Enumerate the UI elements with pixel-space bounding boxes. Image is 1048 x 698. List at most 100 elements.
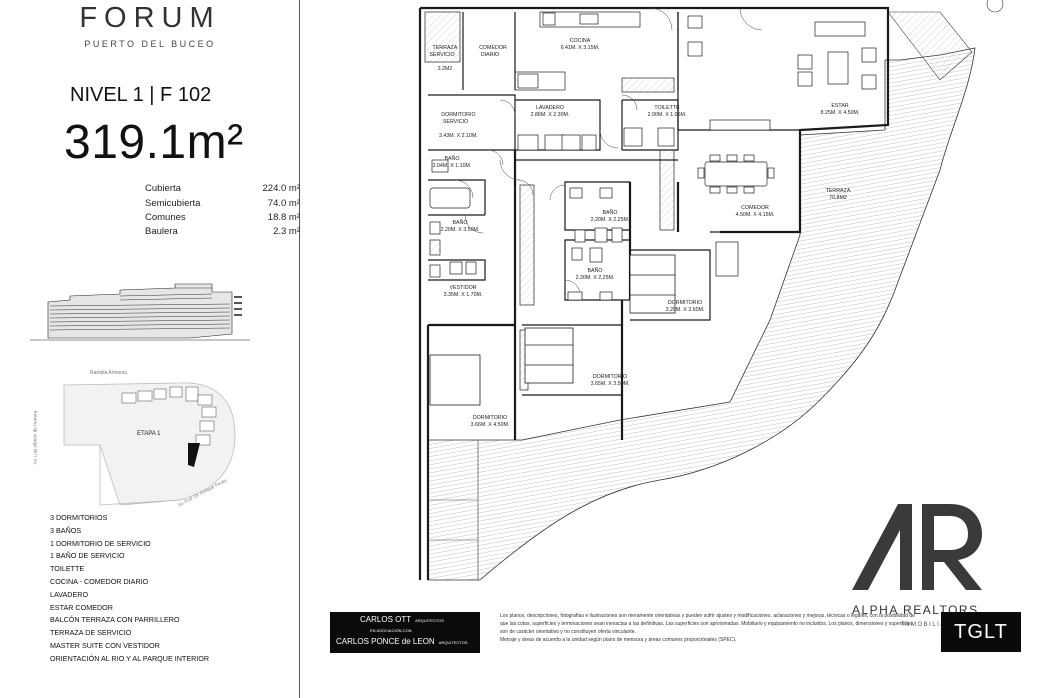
room-dormitorio-3: DORMITORIO 3.66m. x 4.50m. [465, 415, 515, 429]
disclaimer-line: Mobiliario y equipamiento no incluidos. … [500, 621, 913, 635]
brand-subtitle: PUERTO DEL BUCEO [84, 39, 216, 49]
room-size: 3.66m. x 4.50m. [470, 422, 510, 428]
disclaimer-text: Los planos, descripciones, fotografías e… [500, 612, 920, 644]
room-terraza-servicio: TERRAZA SERVICIO 3.2m2 [424, 38, 460, 80]
room-size: 3.2m2 [437, 66, 453, 72]
room-name: TOILETTE [654, 105, 680, 111]
feature-item: ESTAR COMEDOR [50, 602, 113, 612]
feature-item: ORIENTACIÓN AL RIO Y AL PARQUE INTERIOR [50, 653, 210, 663]
area-label: Baulera [145, 226, 178, 237]
room-terraza: TERRAZA 70.8m2 [816, 188, 860, 202]
area-value: 18.8 m² [267, 212, 300, 223]
room-name: LAVADERO [535, 105, 565, 111]
room-size: 3.35m. x 1.70m. [443, 292, 483, 298]
room-vestidor: VESTIDOR 3.35m. x 1.70m. [438, 285, 488, 299]
feature-item: TERRAZA DE SERVICIO [50, 628, 132, 638]
developer-badge: TGLT [941, 612, 1021, 652]
room-name: VESTIDOR [449, 285, 477, 291]
floor-plan-drawing [418, 0, 1004, 581]
site-map-icon [63, 382, 236, 506]
room-cocina: COCINA 6.41m. x 3.15m. [535, 38, 625, 52]
room-bano-1: BAÑO 2.20m. x 3.50m. [435, 220, 485, 234]
feature-item: TOILETTE [50, 564, 85, 574]
room-lavadero: LAVADERO 2.86m. x 2.30m. [525, 105, 575, 119]
room-size: 2.20m. x 2.25m. [590, 217, 630, 223]
architect-2-name: CARLOS PONCE de LEON [336, 637, 435, 646]
alpha-realtors-logo-icon [852, 504, 982, 590]
room-size: 2.04m. x 1.10m. [432, 163, 472, 169]
room-size: 2.86m. x 2.30m. [530, 112, 570, 118]
area-label: Cubierta [145, 183, 181, 194]
north-arrow-icon [986, 0, 1004, 13]
room-size: 4.50m. x 4.15m. [735, 212, 775, 218]
building-elevation-icon [30, 283, 250, 341]
room-toilette: TOILETTE 2.00m. x 1.05m. [642, 105, 692, 119]
total-area: 319.1m² [64, 116, 244, 169]
room-size: 70.8m2 [829, 195, 847, 201]
room-name: ESTAR [831, 103, 849, 109]
room-size: 6.41m. x 3.15m. [560, 45, 600, 51]
stage-label: ETAPA 1 [137, 431, 161, 437]
architect-1-name: CARLOS OTT [360, 615, 412, 624]
room-dormitorio-1: DORMITORIO 3.20m. x 3.60m. [660, 300, 710, 314]
room-name: TERRAZA SERVICIO [429, 45, 458, 58]
room-size: 3.20m. x 3.60m. [665, 307, 705, 313]
feature-item: 3 BAÑOS [50, 525, 82, 535]
room-name: TERRAZA [825, 188, 851, 194]
room-name: DORMITORIO [667, 300, 703, 306]
area-label: Semicubierta [145, 198, 201, 209]
room-name: COMEDOR [741, 205, 769, 211]
room-name: DORMITORIO SERVICIO [441, 112, 476, 125]
room-comedor-diario: COMEDOR DIARIO [470, 38, 510, 66]
room-bano-servicio: BAÑO 2.04m. x 1.10m. [428, 156, 476, 170]
feature-item: LAVADERO [50, 589, 89, 599]
room-name: DORMITORIO [592, 374, 628, 380]
room-bano-2: BAÑO 2.20m. x 2.25m. [585, 210, 635, 224]
room-name: BAÑO [444, 156, 460, 162]
feature-item: 1 DORMITORIO DE SERVICIO [50, 538, 151, 548]
architects-tagline: EN ASOCIACIÓN CON [370, 628, 412, 633]
room-estar: ESTAR 8.25m. x 4.50m. [810, 103, 870, 117]
disclaimer-line: técnicas o legales, con la posibilidad d… [500, 613, 915, 627]
room-size: 8.25m. x 4.50m. [820, 110, 860, 116]
room-name: BAÑO [602, 210, 618, 216]
room-name: COMEDOR DIARIO [479, 45, 507, 58]
room-name: DORMITORIO [472, 415, 508, 421]
features-list: 3 DORMITORIOS 3 BAÑOS 1 DORMITORIO DE SE… [50, 512, 209, 666]
site-map: Rambla Armenia Av. Luis Alberto de Herre… [30, 365, 270, 515]
room-name: BAÑO [452, 220, 468, 226]
unit-label: NIVEL 1 | F 102 [70, 84, 212, 106]
info-panel: FORUM PUERTO DEL BUCEO NIVEL 1 | F 102 3… [0, 0, 300, 698]
area-value: 74.0 m² [267, 198, 300, 209]
room-size: 3.43m. x 2.10m. [439, 133, 478, 139]
feature-item: COCINA - COMEDOR DIARIO [50, 576, 149, 586]
disclaimer-line: Metraje y áreas de acuerdo a la unidad s… [500, 637, 737, 643]
area-value: 2.3 m² [273, 226, 300, 237]
architect-1-role: ARQUITECTOS [415, 618, 444, 623]
room-size: 2.20m. x 2.25m. [575, 275, 615, 281]
road-label-top: Rambla Armenia [90, 370, 127, 376]
room-size: 3.65m. x 3.50m. [590, 381, 630, 387]
room-name: BAÑO [587, 268, 603, 274]
terrace-floor [427, 47, 976, 581]
room-dormitorio-2: DORMITORIO 3.65m. x 3.50m. [585, 374, 635, 388]
road-label-left: Av. Luis Alberto de Herrera [32, 410, 38, 465]
feature-item: BALCÓN TERRAZA CON PARRILLERO [50, 615, 180, 625]
room-name: COCINA [569, 38, 591, 44]
disclaimer-line: Los planos, descripciones, fotografías e… [500, 613, 828, 619]
room-dormitorio-servicio: DORMITORIO SERVICIO 3.43m. x 2.10m. [428, 105, 483, 147]
area-value: 224.0 m² [262, 183, 301, 194]
architect-2-role: ARQUITECTOS [438, 640, 468, 645]
feature-item: 1 BAÑO DE SERVICIO [50, 551, 125, 561]
area-label: Comunes [145, 212, 186, 223]
room-size: 2.20m. x 3.50m. [440, 227, 480, 233]
floor-plan: TERRAZA SERVICIO 3.2m2 COMEDOR DIARIO CO… [300, 0, 1048, 698]
room-bano-3: BAÑO 2.20m. x 2.25m. [570, 268, 620, 282]
room-size: 2.00m. x 1.05m. [647, 112, 687, 118]
room-comedor: COMEDOR 4.50m. x 4.15m. [730, 205, 780, 219]
brand-title: FORUM [79, 2, 221, 34]
feature-item: MASTER SUITE CON VESTIDOR [50, 640, 160, 650]
